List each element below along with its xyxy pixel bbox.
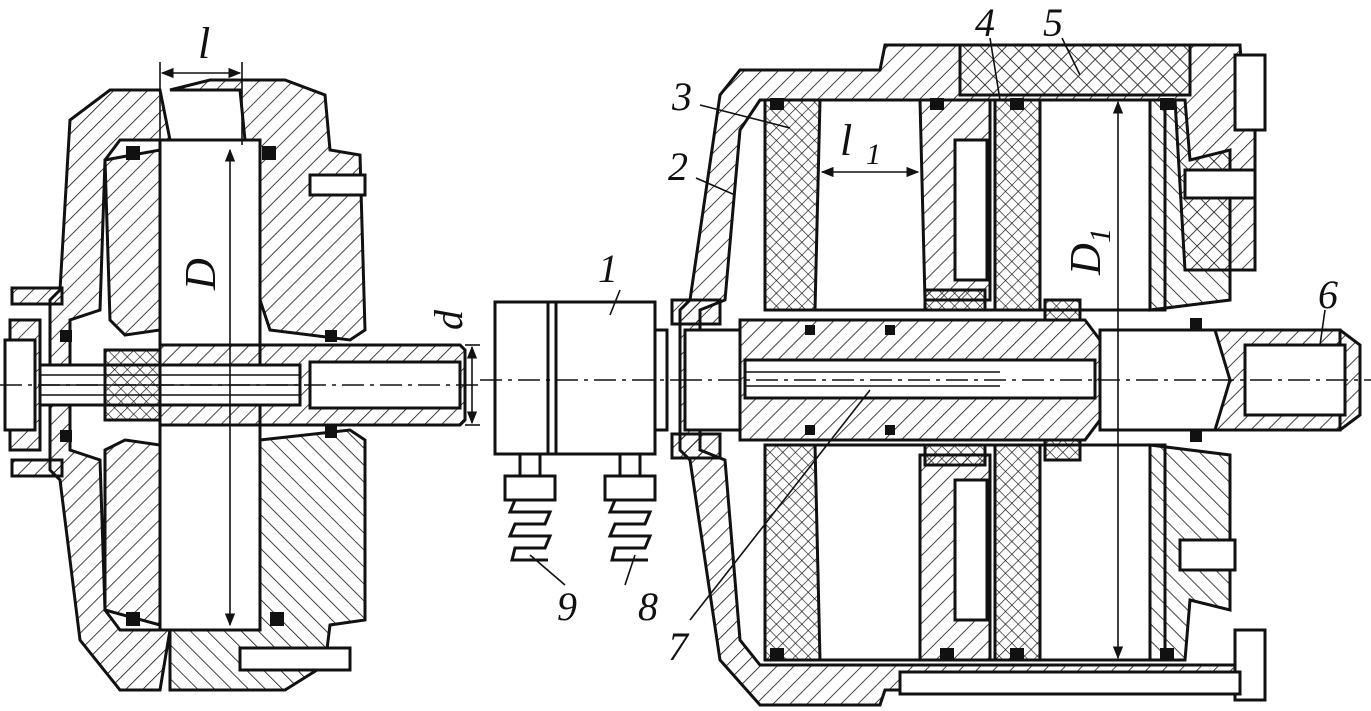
piston-part-4 [993, 98, 1042, 312]
left-servo-assembly [0, 62, 480, 692]
callout-2: 2 [668, 144, 688, 189]
left-bolt-right-top [308, 173, 367, 197]
sensor-body [493, 300, 657, 456]
left-dim-diameter-label: D [176, 258, 225, 291]
left-bolt-top [10, 286, 64, 306]
right-dim-length-label: l 1 [840, 116, 881, 171]
left-piston-upper [103, 148, 162, 337]
callout-4: 4 [975, 0, 995, 45]
left-bolt-bottom [10, 458, 64, 478]
callout-7: 7 [668, 624, 690, 669]
right-plug-top [1183, 168, 1257, 200]
svg-text:1: 1 [866, 138, 881, 171]
callout-5: 5 [1043, 0, 1063, 45]
svg-text:1: 1 [1084, 228, 1117, 243]
callout-3: 3 [671, 74, 692, 119]
piston-part-3 [763, 98, 822, 312]
right-end-plate [1148, 98, 1232, 312]
left-piston-lower [103, 438, 162, 627]
tie-bolt [898, 670, 1242, 696]
left-cover [48, 88, 172, 692]
svg-text:l: l [840, 116, 852, 165]
rod-bore [743, 358, 1097, 400]
right-servo-assembly [529, 37, 1371, 707]
left-bolt-right-bottom [238, 646, 352, 672]
svg-text:D: D [1061, 243, 1110, 276]
right-dim-diameter-label: D 1 [1061, 228, 1117, 276]
callout-1: 1 [598, 246, 618, 291]
left-dim-length-label: l [198, 19, 210, 68]
sensor-block [480, 300, 680, 562]
callout-6: 6 [1318, 272, 1338, 317]
callout-8: 8 [638, 584, 658, 629]
callout-9: 9 [557, 584, 577, 629]
left-dim-shaft-label: d [426, 309, 471, 330]
